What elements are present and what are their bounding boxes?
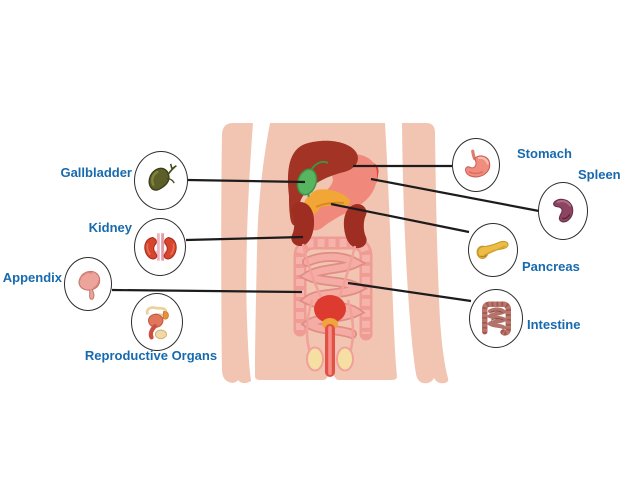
- kidney-callout-circle: [134, 218, 186, 276]
- pancreas-callout-circle: [468, 223, 518, 277]
- spleen-label: Spleen: [578, 167, 621, 182]
- appendix-icon: [78, 270, 101, 300]
- small-intestine-highlight: [301, 253, 365, 338]
- right-ureter: [337, 245, 357, 299]
- stomach-icon: [465, 149, 491, 178]
- gallbladder-shape: [296, 168, 318, 196]
- right-kidney-shape: [343, 204, 367, 249]
- connector-spleen: [370, 177, 540, 213]
- torso-organs: [287, 140, 379, 377]
- connector-appendix: [111, 288, 303, 294]
- stomach-shape: [306, 153, 378, 231]
- colon-haustra: [296, 239, 370, 334]
- pancreas-shape: [303, 189, 351, 213]
- gallbladder-callout-circle: [134, 151, 188, 210]
- stomach-label: Stomach: [517, 146, 572, 161]
- pancreas-icon: [476, 240, 509, 259]
- connector-pancreas: [330, 202, 470, 234]
- connector-gallbladder: [187, 178, 306, 184]
- spleen-icon: [553, 198, 574, 223]
- penis-highlight: [328, 326, 332, 375]
- left-arm: [221, 123, 253, 384]
- intestine-label: Intestine: [527, 317, 581, 332]
- connector-lines: [111, 164, 540, 303]
- appendix-callout-circle: [64, 257, 112, 311]
- gallbladder-icon: [148, 163, 177, 191]
- liver-shape: [287, 140, 358, 226]
- stomach-callout-circle: [452, 138, 500, 192]
- kidney-label: Kidney: [88, 220, 132, 235]
- spleen-callout-circle: [538, 182, 588, 240]
- right-arm: [402, 123, 449, 384]
- bladder-shape: [314, 295, 346, 323]
- reproductive-organs-icon: [145, 306, 169, 340]
- intestine-icon: [481, 301, 511, 336]
- reproductive-organs-callout-circle: [131, 293, 183, 351]
- reproductive-organs-label: Reproductive Organs: [84, 348, 218, 363]
- intestine-callout-circle: [469, 289, 523, 348]
- left-ureter: [301, 243, 323, 298]
- kidney-icon: [143, 233, 177, 261]
- left-kidney-shape: [291, 202, 315, 247]
- connector-intestine: [347, 281, 472, 303]
- right-testis-shape: [336, 346, 354, 372]
- connector-kidney: [185, 235, 304, 242]
- gallbladder-label: Gallbladder: [60, 165, 132, 180]
- pancreas-shade: [315, 201, 345, 208]
- left-testis-shape: [306, 346, 324, 372]
- pancreas-label: Pancreas: [522, 259, 580, 274]
- appendix-label: Appendix: [2, 270, 62, 285]
